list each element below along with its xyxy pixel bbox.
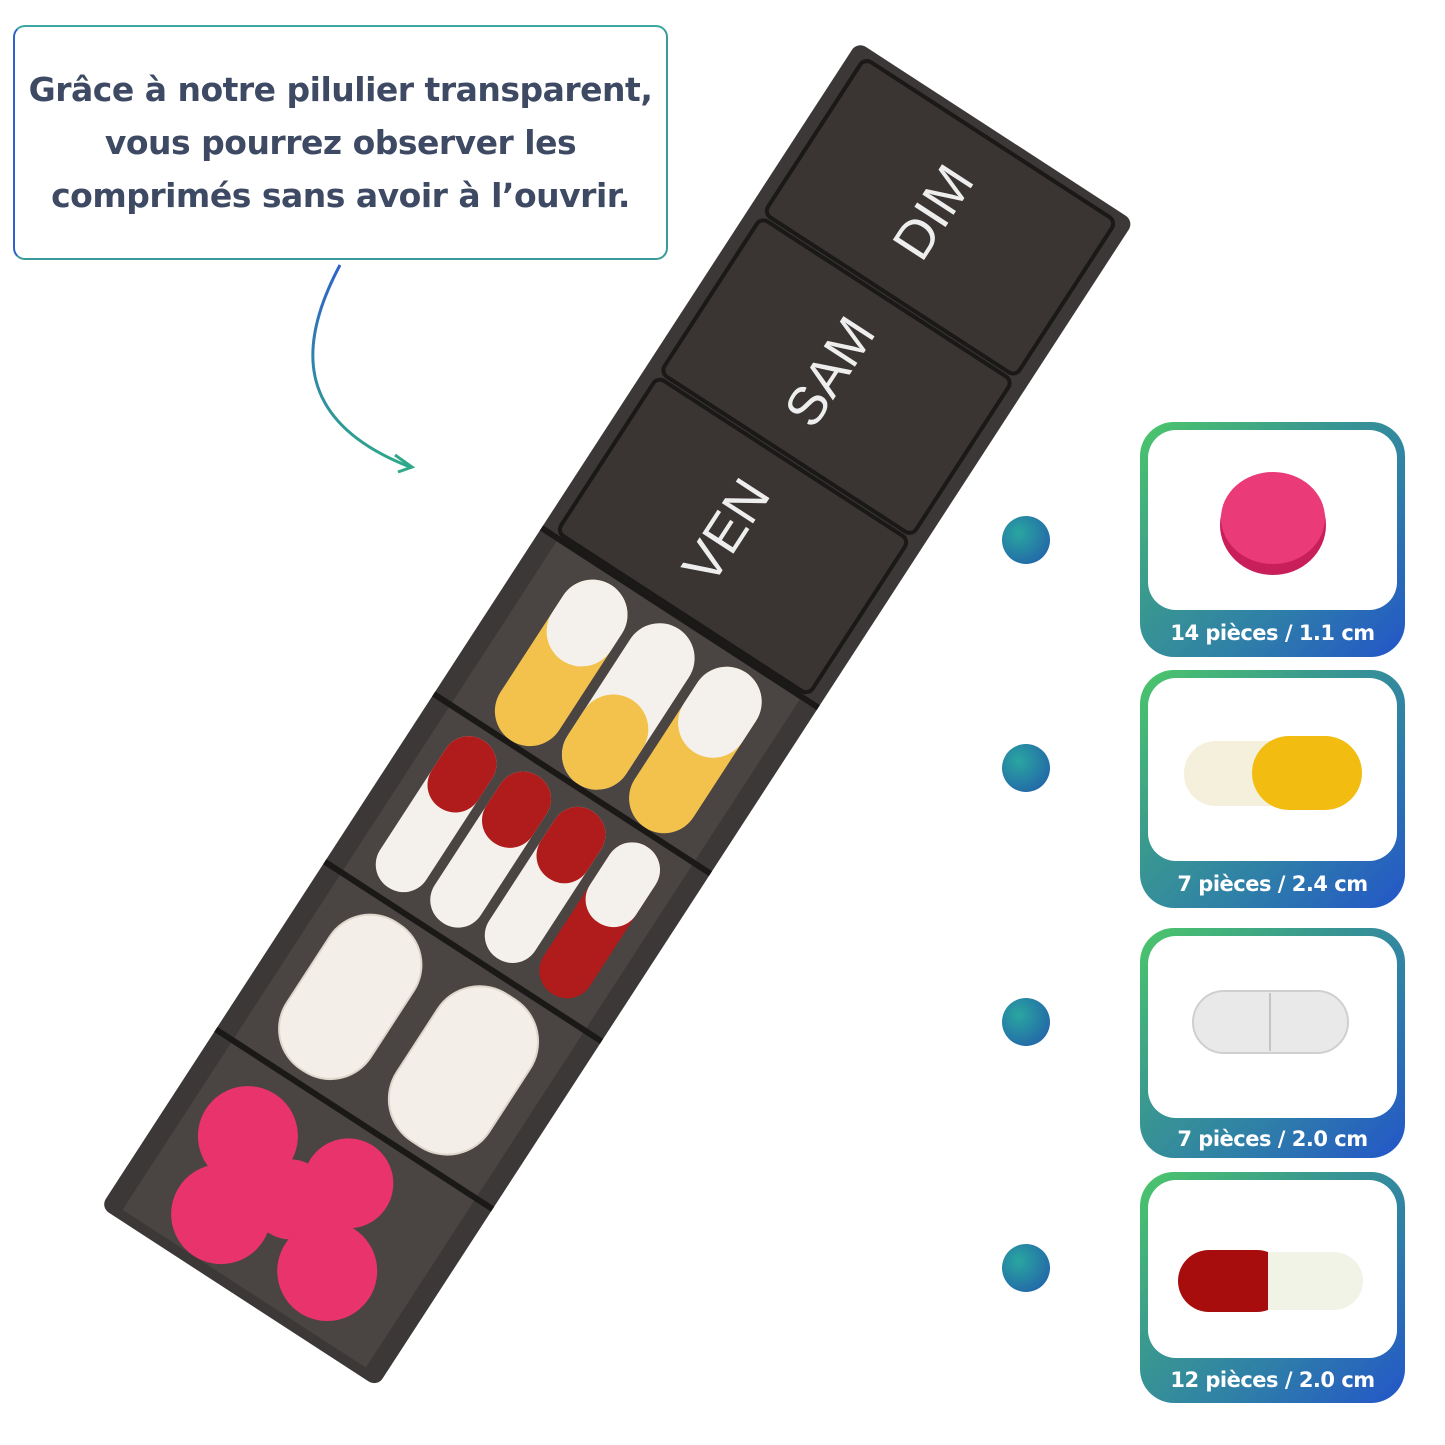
white-tablets [278,913,540,1156]
callout-text: Grâce à notre pilulier transparent, vous… [28,70,653,215]
timeline-dot [1002,516,1050,564]
lid-dim: DIM [764,59,1116,376]
red-capsules [375,736,661,999]
pill-card-label: 7 pièces / 2.4 cm [1177,872,1368,896]
lid-ven: VEN [557,377,909,695]
pill-card-label: 14 pièces / 1.1 cm [1170,621,1375,645]
yellow-capsules [494,579,762,834]
pill-card-yellow-capsule: 7 pièces / 2.4 cm [1140,670,1405,908]
pill-card-label: 12 pièces / 2.0 cm [1170,1368,1375,1392]
timeline-dot [1002,744,1050,792]
timeline-dot [1002,998,1050,1046]
pill-card-pink-tablet: 14 pièces / 1.1 cm [1140,422,1405,657]
pill-card-red-capsule: 12 pièces / 2.0 cm [1140,1172,1405,1403]
pill-card-label: 7 pièces / 2.0 cm [1177,1127,1368,1151]
pill-organizer: DIM SAM VEN [104,45,1131,1384]
lid-sam: SAM [661,218,1012,535]
yellow-white-capsule-icon [1184,736,1362,810]
red-white-capsule-icon [1178,1250,1363,1312]
white-oval-tablet-icon [1192,990,1349,1054]
pill-card-white-tablet: 7 pièces / 2.0 cm [1140,928,1405,1158]
pink-round-tablet-icon [1220,472,1326,575]
timeline-dot [1002,1244,1050,1292]
pink-tablets [171,1086,394,1322]
callout-box: Grâce à notre pilulier transparent, vous… [13,25,668,260]
timeline [1002,516,1050,1292]
arrow-icon [311,264,416,474]
